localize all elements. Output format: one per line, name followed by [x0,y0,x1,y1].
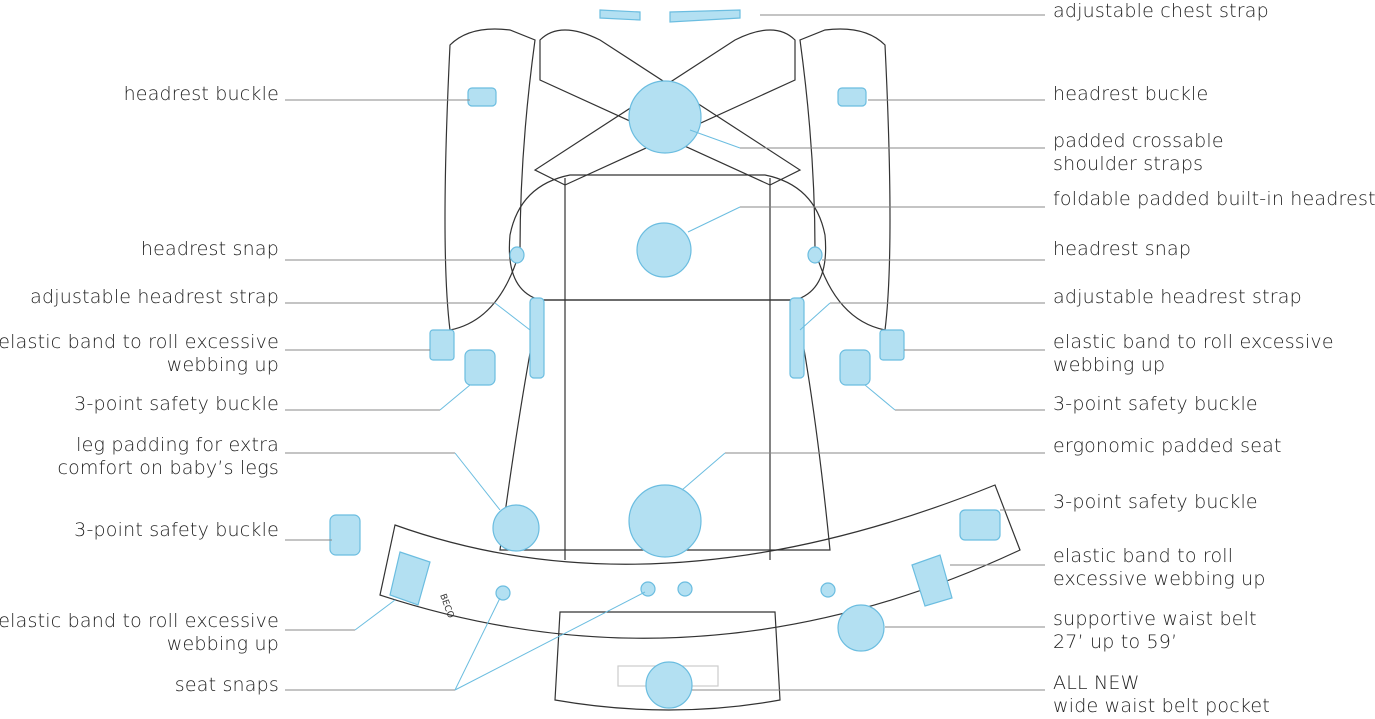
label-text: leg padding for extra [76,434,279,456]
elastic-band-belt-left [389,551,431,606]
label-text: headrest buckle [1053,83,1209,105]
elastic-band-belt-right [911,554,953,607]
label-text: headrest snap [1053,238,1192,260]
label-safety-buckle-belt-right: 3-point safety buckle [1053,491,1258,514]
label-text: shoulder straps [1053,153,1204,175]
label-headrest-strap-left: adjustable headrest strap [30,286,279,309]
label-text: 3-point safety buckle [74,393,279,415]
label-chest-strap: adjustable chest strap [1053,0,1269,23]
leader-lines [285,14,1045,691]
label-headrest-snap-right: headrest snap [1053,238,1191,261]
label-text: elastic band to roll excessive [1053,331,1334,353]
body-panel [499,299,831,551]
label-text: 27’ up to 59’ [1053,631,1178,653]
highlight-pocket [645,661,693,709]
label-text: 3-point safety buckle [1053,393,1258,415]
label-text: webbing up [166,354,279,376]
label-safety-buckle-left: 3-point safety buckle [74,393,279,416]
safety-buckle-belt-left [329,514,361,556]
label-headrest-buckle-left: headrest buckle [124,83,279,106]
headrest [508,174,827,301]
label-text: elastic band to roll excessive [0,610,279,632]
label-headrest: foldable padded built-in headrest [1053,188,1375,211]
label-text: wide waist belt pocket [1053,695,1270,717]
left-shoulder-strap [444,28,536,331]
waist-belt-pocket [554,611,781,711]
headrest-buckle-right [837,87,867,107]
label-text: seat snaps [174,674,279,696]
label-text: ALL NEW [1053,672,1140,694]
label-text: padded crossable [1053,130,1224,152]
label-text: webbing up [166,633,279,655]
safety-buckle-left [464,349,496,386]
seat-snap [640,581,656,597]
headrest-strap-left [529,297,545,379]
headrest-buckle-left [467,87,497,107]
label-text: ergonomic padded seat [1053,435,1282,457]
label-text: comfort on baby’s legs [57,457,279,479]
label-safety-buckle-belt-left: 3-point safety buckle [74,519,279,542]
right-shoulder-strap [799,28,891,331]
label-text: supportive waist belt [1053,608,1257,630]
waist-belt [379,484,1021,639]
label-text: webbing up [1053,354,1166,376]
elastic-band-left [429,329,455,361]
label-seat-snaps: seat snaps [175,674,279,697]
beco-logo: BECO [437,593,455,620]
crossed-straps [533,29,802,186]
label-headrest-snap-left: headrest snap [141,238,279,261]
label-text: adjustable headrest strap [1053,286,1302,308]
chest-strap [599,9,741,23]
label-text: adjustable chest strap [1053,0,1269,22]
headrest-snap-right [807,246,823,264]
label-text: foldable padded built-in headrest [1053,188,1375,210]
highlight-seat [628,484,702,558]
label-headrest-strap-right: adjustable headrest strap [1053,286,1302,309]
label-text: headrest snap [140,238,279,260]
label-text: excessive webbing up [1053,568,1266,590]
safety-buckle-right [839,349,871,386]
label-headrest-buckle-right: headrest buckle [1053,83,1208,106]
label-safety-buckle-right: 3-point safety buckle [1053,393,1258,416]
label-text: adjustable headrest strap [30,286,279,308]
seat-snap [677,581,693,597]
label-text: headrest buckle [123,83,279,105]
seat-snap [820,582,836,598]
highlight-leg-padding [492,504,540,552]
safety-buckle-belt-right [959,509,1001,541]
label-text: 3-point safety buckle [1053,491,1258,513]
highlight-shoulder-straps [628,80,702,154]
headrest-strap-right [789,297,805,379]
label-text: 3-point safety buckle [74,519,279,541]
label-seat: ergonomic padded seat [1053,435,1282,458]
headrest-snap-left [509,246,525,264]
highlight-waist-belt [837,604,885,652]
seat-snap [495,585,511,601]
highlight-headrest [636,222,692,278]
label-text: elastic band to roll [1053,545,1234,567]
elastic-band-right [879,329,905,361]
label-text: elastic band to roll excessive [0,331,279,353]
panel-seams [564,178,771,560]
